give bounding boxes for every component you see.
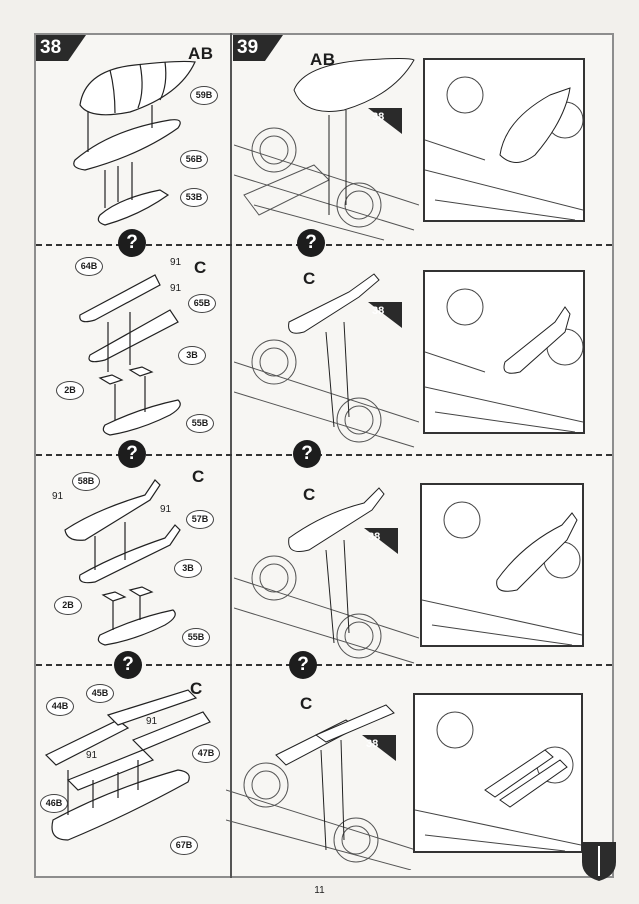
part-callout: 57B	[186, 510, 214, 529]
part-callout: 65B	[188, 294, 216, 313]
detail-view	[423, 58, 585, 222]
step-38-badge: 38	[36, 35, 86, 61]
part-callout: 58B	[72, 472, 100, 491]
rocket-pod-c-drawing	[44, 689, 211, 841]
group-label: C	[194, 258, 207, 277]
section-separator	[36, 664, 612, 666]
group-label: C	[190, 679, 203, 698]
part-callout: 2B	[54, 596, 82, 615]
decal-number: 91	[170, 283, 182, 294]
option-question-icon: ?	[289, 651, 317, 679]
manufacturer-logo	[578, 840, 620, 882]
group-label: AB	[310, 50, 336, 69]
drop-tank-ab-drawing	[73, 60, 196, 226]
reference-step-badge: 38	[364, 528, 398, 554]
group-label: C	[303, 485, 316, 504]
step-39-badge: 39	[233, 35, 283, 61]
option-question-icon: ?	[297, 229, 325, 257]
part-callout: 64B	[75, 257, 103, 276]
part-callout: 3B	[174, 559, 202, 578]
detail-view	[413, 693, 583, 853]
part-callout: 59B	[190, 86, 218, 105]
decal-number: 91	[170, 257, 182, 268]
group-label: C	[303, 269, 316, 288]
reference-step-badge: 38	[368, 302, 402, 328]
option-question-icon: ?	[293, 440, 321, 468]
decal-number: 91	[160, 504, 172, 515]
wing-pylon-drawing	[234, 58, 419, 241]
group-label: C	[192, 467, 205, 486]
option-question-icon: ?	[114, 651, 142, 679]
part-callout: 46B	[40, 794, 68, 813]
page-number: 11	[314, 885, 325, 896]
detail-view	[420, 483, 584, 647]
decal-number: 91	[86, 750, 98, 761]
part-callout: 55B	[182, 628, 210, 647]
part-callout: 67B	[170, 836, 198, 855]
section-separator	[36, 454, 612, 456]
option-question-icon: ?	[118, 440, 146, 468]
wing-pylon-drawing	[226, 704, 416, 870]
part-callout: 2B	[56, 381, 84, 400]
part-callout: 47B	[192, 744, 220, 763]
part-callout: 55B	[186, 414, 214, 433]
group-label: C	[300, 694, 313, 713]
part-callout: 56B	[180, 150, 208, 169]
decal-number: 91	[52, 491, 64, 502]
part-callout: 44B	[46, 697, 74, 716]
part-callout: 45B	[86, 684, 114, 703]
part-callout: 53B	[180, 188, 208, 207]
decal-number: 91	[146, 716, 158, 727]
wing-pylon-drawing	[234, 273, 419, 448]
bomb-c-drawing	[79, 274, 181, 436]
wing-pylon-drawing	[234, 487, 419, 664]
detail-view	[423, 270, 585, 434]
reference-step-badge: 38	[368, 108, 402, 134]
reference-step-badge: 38	[362, 735, 396, 761]
option-question-icon: ?	[118, 229, 146, 257]
group-label: AB	[188, 44, 214, 63]
part-callout: 3B	[178, 346, 206, 365]
bomb-c-drawing	[64, 479, 181, 646]
